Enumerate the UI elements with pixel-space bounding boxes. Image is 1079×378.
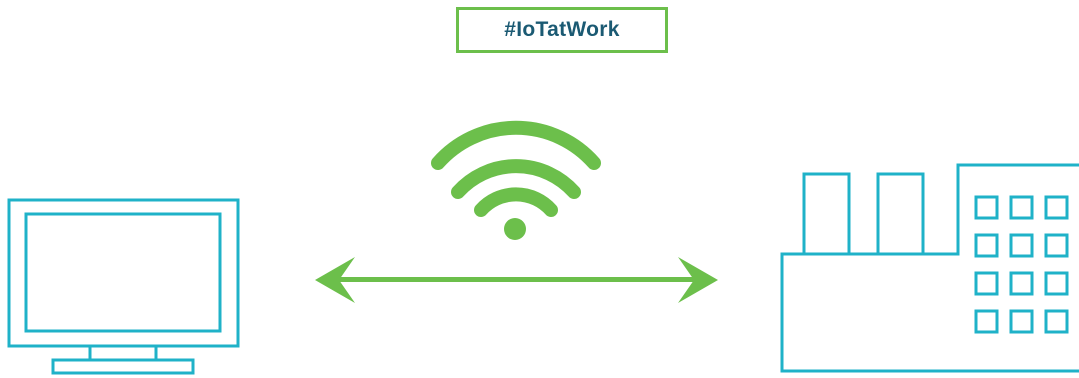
monitor-icon [7, 198, 240, 375]
hashtag-badge: #IoTatWork [456, 7, 668, 53]
hashtag-label: #IoTatWork [504, 18, 620, 41]
factory-icon [780, 163, 1079, 373]
wifi-icon [431, 120, 601, 240]
double-arrow-icon [315, 257, 718, 303]
